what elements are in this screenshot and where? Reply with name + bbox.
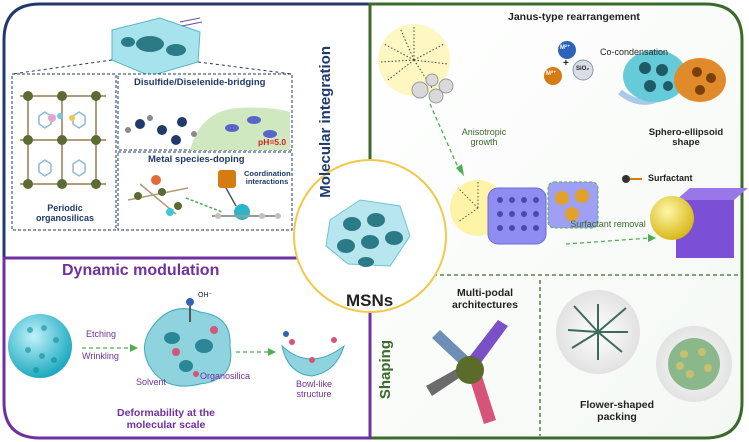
flower-particle-1: [556, 290, 640, 374]
etched-sphere: [8, 314, 72, 378]
label-plus: +: [563, 58, 569, 69]
label-coordination: Coordination interactions: [244, 169, 291, 187]
surfactant-removed-particle: [650, 188, 748, 258]
wrinkled-sphere: [144, 298, 232, 387]
callout-lines: [11, 59, 293, 75]
section-dynamic-modulation: Dynamic modulation: [62, 262, 220, 279]
label-anisotropic: Anisotropic growth: [461, 127, 507, 147]
flower-particle-2: [656, 326, 732, 402]
label-ion-m2: M²⁺: [560, 45, 571, 51]
label-oh: OH⁻: [198, 292, 213, 299]
label-etching: Etching: [86, 329, 117, 339]
ion-group: [544, 41, 594, 85]
bowl-particle: [281, 331, 345, 377]
section-molecular-integration: Molecular integration: [317, 46, 334, 198]
label-bowl: Bowl-like structure: [295, 379, 332, 399]
silica-block-top: [111, 17, 203, 77]
label-surfactant: Surfactant: [648, 173, 693, 183]
label-bridging: Disulfide/Diselenide-bridging: [134, 77, 266, 88]
periodic-organosilica-panel: [11, 73, 117, 231]
label-deformability: Deformability at the molecular scale: [116, 407, 216, 431]
label-surfactant-removal: Surfactant removal: [570, 219, 646, 229]
multipodal-particle: [426, 320, 508, 424]
section-shaping: Shaping: [377, 340, 394, 400]
center-label: MSNs: [346, 291, 394, 310]
removal-arrow: [565, 237, 651, 245]
label-janus: Janus-type rearrangement: [508, 11, 640, 23]
label-wrinkling: Wrinkling: [82, 351, 119, 361]
sphero-ellipsoid: [623, 50, 726, 102]
metal-doping-panel: [117, 151, 293, 231]
radial-particle: [378, 24, 454, 104]
label-solvent: Solvent: [136, 377, 167, 387]
label-ph: pH=5.0: [258, 137, 287, 147]
center-msn: [293, 159, 447, 313]
label-periodic-organosilicas: Periodic organosilicas: [35, 203, 95, 223]
label-cocondensation: Co-condensation: [600, 47, 669, 57]
label-sphero: Sphero-ellipsoid shape: [648, 127, 724, 149]
label-organosilica: Organosilica: [200, 371, 251, 381]
growth-particles: [450, 175, 642, 245]
label-sio2: SiO₂: [576, 66, 590, 72]
label-metal-doping: Metal species-doping: [148, 154, 245, 165]
label-flower: Flower-shaped packing: [579, 399, 655, 423]
label-ion-m3: M³⁺: [546, 71, 557, 77]
anisotropic-arrow: [429, 103, 461, 173]
label-multipodal: Multi-podal architectures: [452, 287, 518, 311]
bridging-panel: [117, 73, 293, 151]
